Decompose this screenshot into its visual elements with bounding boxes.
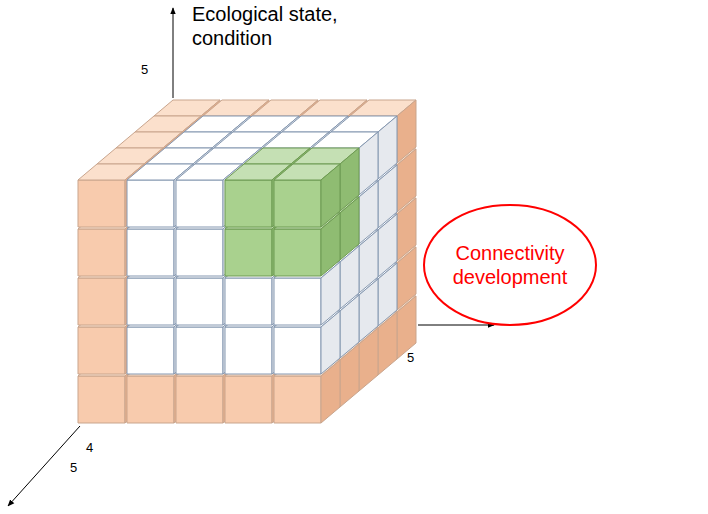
cube-face [78,278,125,325]
cube-face [127,376,174,423]
cube-face [176,180,223,227]
cube-face [225,327,272,374]
cube-face [127,327,174,374]
axis-number: 5 [407,350,414,366]
axis-number: 5 [141,62,148,78]
cube-face [378,116,397,179]
cube-face [321,164,340,227]
cube-face [78,327,125,374]
cube-face [274,180,321,227]
axis-title: Ecological state, condition [192,2,367,50]
callout-text: Connectivity development [440,241,580,289]
cube-face [78,376,125,423]
cube-face [176,327,223,374]
depth-axis [8,426,80,506]
cube-face [274,327,321,374]
cube-face [176,229,223,276]
cube-face [274,376,321,423]
cube-face [225,278,272,325]
cube-face [127,229,174,276]
cube-face [397,100,416,163]
horizontal-axis [418,325,494,326]
cube-face [225,180,272,227]
cube-face [78,180,125,227]
axis-number: 5 [70,460,77,476]
cube-face [176,376,223,423]
cube-face [176,278,223,325]
ellipse-callout: Connectivity development [422,203,598,327]
cube-face [225,229,272,276]
ellipse-shape [424,205,596,325]
vertical-axis [173,8,174,98]
cube-face [127,278,174,325]
cube-face [359,132,378,195]
cube-face [225,376,272,423]
cube-face [78,229,125,276]
axis-number: 4 [86,440,93,456]
cube-face [127,180,174,227]
cube-face [340,148,359,211]
cube-face [274,229,321,276]
ellipse-outline [422,203,598,327]
cube-grid [78,100,416,423]
cube-face [274,278,321,325]
